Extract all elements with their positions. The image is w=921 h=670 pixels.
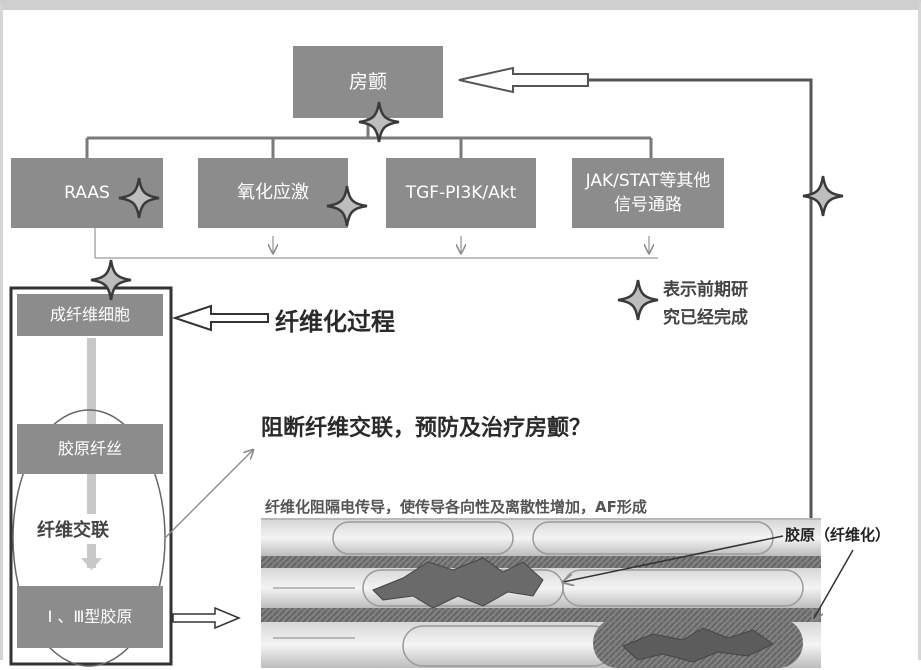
four-point-star-icon xyxy=(118,177,160,219)
fibrosis-illustration xyxy=(261,518,854,668)
feedback-loop xyxy=(458,66,813,520)
node-oxidative-stress: 氧化应激 xyxy=(198,158,348,228)
step-label: 纤维交联 xyxy=(37,520,109,541)
step-fibroblast: 成纤维细胞 xyxy=(17,294,163,336)
collagen-label: 胶原（纤维化） xyxy=(785,526,891,544)
four-point-star-icon xyxy=(802,175,844,217)
question-pointer xyxy=(164,450,253,539)
node-jak-stat: JAK/STAT等其他信号通路 xyxy=(572,158,724,228)
legend-line-1: 表示前期研 xyxy=(663,280,748,300)
step-label: Ⅰ 、Ⅲ型胶原 xyxy=(47,607,133,626)
hollow-arrow-icon xyxy=(458,66,589,94)
step-label: 胶原纤丝 xyxy=(57,439,122,458)
four-point-star-icon xyxy=(326,185,368,227)
muscle-fiber xyxy=(261,520,821,556)
node-label: RAAS xyxy=(64,183,110,203)
collagen-band xyxy=(261,556,821,568)
hollow-arrow-icon xyxy=(171,304,269,332)
node-tgf-pi3k-akt: TGF-PI3K/Akt xyxy=(386,158,536,228)
fibroblast-cell xyxy=(622,627,774,663)
legend-text: 表示前期研 究已经完成 xyxy=(663,276,748,332)
step-crosslink: 纤维交联 xyxy=(33,514,113,544)
legend-line-2: 究已经完成 xyxy=(663,308,748,328)
tree-connector xyxy=(85,118,653,158)
four-point-star-icon xyxy=(358,101,400,143)
step-label: 成纤维细胞 xyxy=(49,305,130,324)
illustration-caption: 纤维化阻隔电传导，使传导各向性及离散性增加，AF形成 xyxy=(265,498,647,516)
four-point-star-icon xyxy=(617,279,659,321)
fibrosis-process-title: 纤维化过程 xyxy=(275,308,395,336)
node-label: 房颤 xyxy=(348,71,387,93)
node-label: TGF-PI3K/Akt xyxy=(405,183,517,203)
node-label: 氧化应激 xyxy=(237,182,309,203)
question-text: 阻断纤维交联，预防及治疗房颤？ xyxy=(261,416,592,441)
step-collagen-type: Ⅰ 、Ⅲ型胶原 xyxy=(17,586,163,648)
step-collagen-fibril: 胶原纤丝 xyxy=(17,424,163,474)
node-atrial-fibrillation: 房颤 xyxy=(293,46,443,118)
node-label: JAK/STAT等其他信号通路 xyxy=(585,171,711,215)
fibroblast-cell xyxy=(372,557,544,609)
hollow-arrow-icon xyxy=(172,606,241,630)
convergence-connector xyxy=(94,228,658,259)
four-point-star-icon xyxy=(90,259,132,301)
